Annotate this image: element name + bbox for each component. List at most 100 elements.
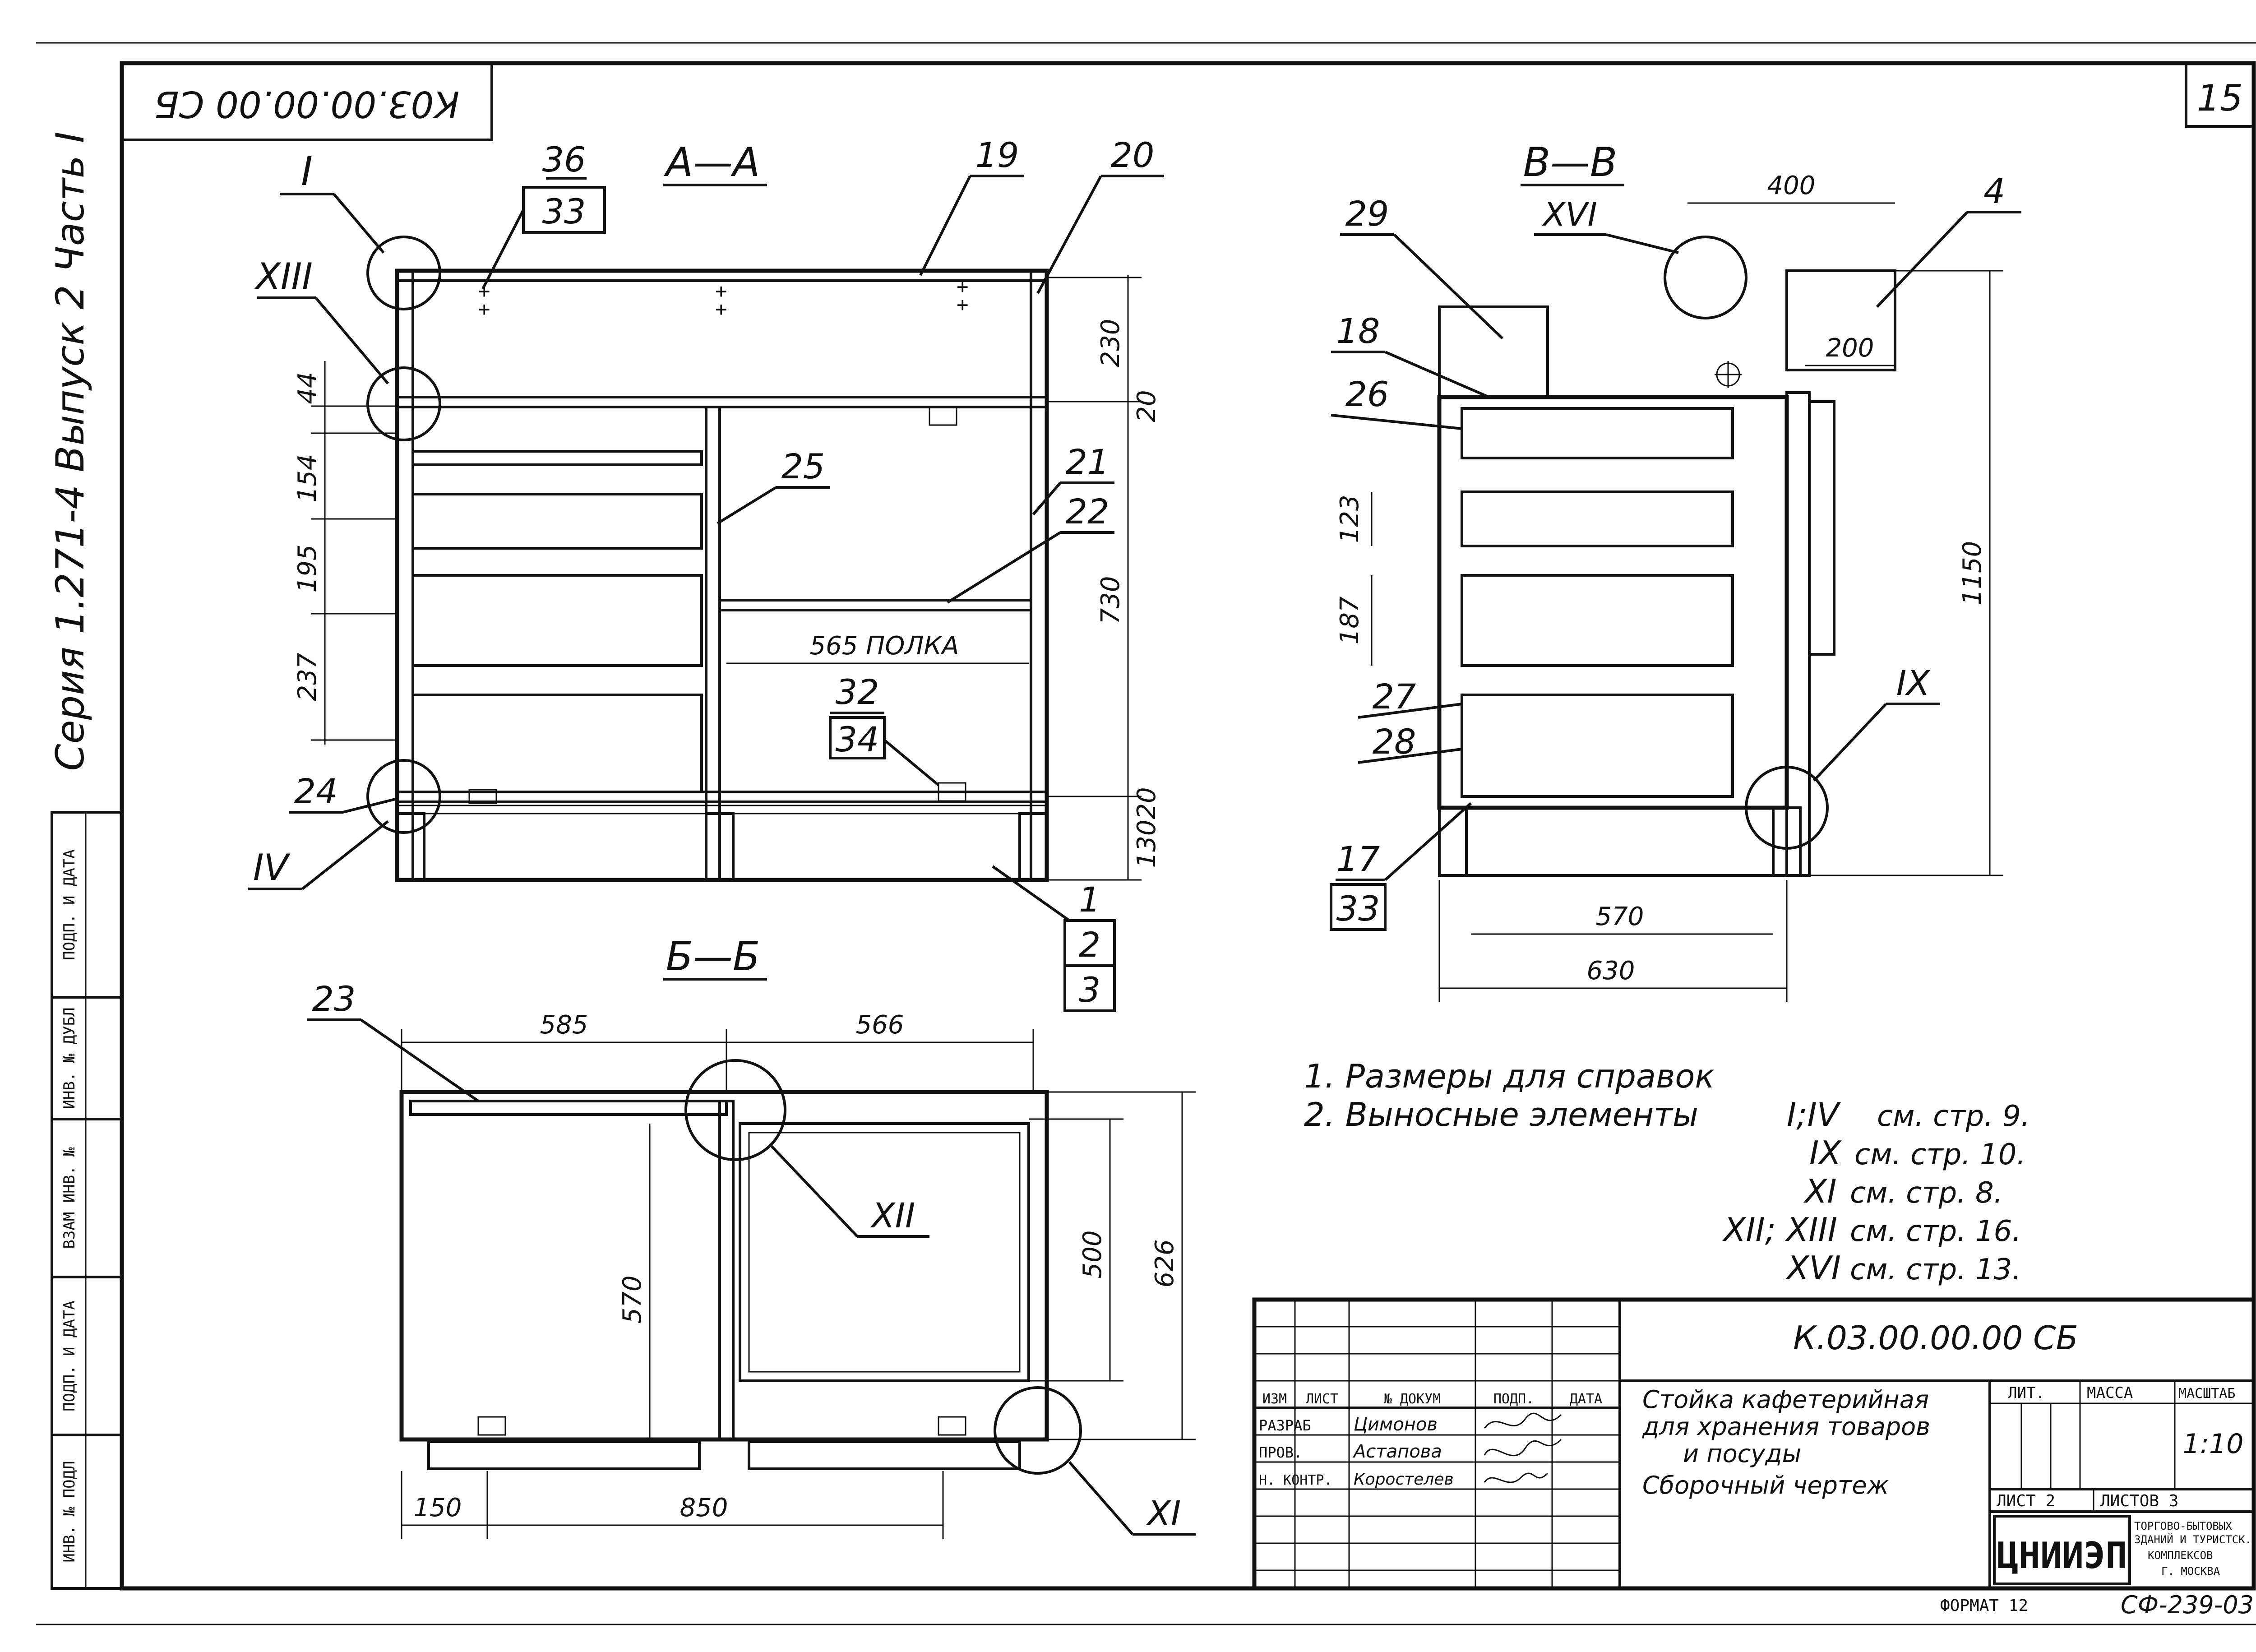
b6-dim-570: 570: [618, 1276, 647, 1324]
aa-callout-22: 22: [1066, 491, 1110, 532]
strip-label-1: ИНВ. № ПОДЛ: [60, 1461, 79, 1562]
note-ref-5-num: XVI: [1785, 1249, 1841, 1287]
aa-callout-34: 34: [836, 719, 879, 759]
aa-detail-i: I: [301, 148, 313, 194]
view-bb-title: В—В: [1523, 139, 1618, 185]
stamp-code-box: [120, 62, 493, 141]
tb-head-doc: № ДОКУМ: [1384, 1391, 1441, 1407]
bb-detail-circle-ix: [1745, 766, 1829, 850]
bb-dim-123: 123: [1335, 495, 1364, 543]
tb-org-logo: ЦНИИЭП: [1997, 1535, 2127, 1577]
svg-text:+: +: [715, 298, 727, 321]
notes-block: 1. Размеры для справок 2. Выносные элеме…: [1304, 1057, 2030, 1287]
tb-head-list: ЛИСТ: [1306, 1391, 1338, 1407]
b6-detail-xii: XII: [870, 1195, 915, 1236]
aa-callout-21: 21: [1066, 442, 1110, 482]
view-bb: В—В 29 18 26 27 28 17: [1330, 139, 2021, 1002]
svg-text:+: +: [715, 280, 727, 303]
tb-sheets-label: ЛИСТОВ 3: [2100, 1492, 2178, 1510]
note-ref-2-num: IX: [1809, 1134, 1842, 1172]
bb-dim-1150: 1150: [1958, 541, 1987, 606]
signature-1: [1484, 1412, 1562, 1429]
tb-scale-value: 1:10: [2183, 1428, 2244, 1460]
tb-head-data: ДАТА: [1570, 1391, 1602, 1407]
aa-dim-44: 44: [293, 372, 322, 404]
strip-label-5: ПОДП. И ДАТА: [60, 849, 79, 960]
aa-dim-20-bottom: 20: [1132, 787, 1161, 819]
aa-detail-xiii: XIII: [254, 255, 313, 297]
aa-callout-19: 19: [975, 135, 1019, 175]
tb-code: К.03.00.00.00 СБ: [1793, 1319, 2078, 1357]
tb-name-2: для хранения товаров: [1642, 1412, 1930, 1441]
svg-text:+: +: [957, 275, 969, 298]
left-stamp-strip: ИНВ. № ПОДЛ ПОДП. И ДАТА ВЗАМ ИНВ. № ИНВ…: [51, 811, 123, 1590]
aa-callout-1: 1: [1079, 879, 1100, 920]
view-aa-title: А—А: [664, 139, 760, 185]
b6-detail-xi: XI: [1146, 1493, 1181, 1533]
title-block: К.03.00.00.00 СБ ИЗМ ЛИСТ № ДОКУМ ПОДП. …: [1252, 1297, 2256, 1591]
bb-callout-17: 17: [1336, 839, 1380, 879]
aa-callout-33: 33: [542, 191, 586, 231]
aa-callout-32: 32: [836, 672, 879, 712]
aa-callout-36: 36: [542, 139, 586, 180]
bb-dim-187: 187: [1335, 596, 1364, 644]
svg-text:+: +: [957, 293, 969, 316]
svg-text:+: +: [478, 298, 490, 321]
note-2: 2. Выносные элементы: [1304, 1096, 1698, 1134]
bb-detail-circle-xvi: [1664, 236, 1747, 319]
b6-dim-585: 585: [540, 1010, 588, 1040]
series-vertical: Серия 1.271-4 Выпуск 2 Часть I: [48, 132, 93, 771]
aa-detail-circle-xiii: [366, 366, 441, 441]
tb-mass-label: МАССА: [2087, 1384, 2133, 1402]
aa-detail-circle-iv: [366, 759, 441, 834]
aa-callout-24: 24: [294, 771, 338, 811]
strip-label-3: ВЗАМ ИНВ. №: [60, 1147, 79, 1249]
page-number-box: [2185, 62, 2255, 128]
aa-shelf-label: 565 ПОЛКА: [809, 631, 959, 661]
note-ref-4-num: XII; XIII: [1722, 1211, 1837, 1249]
tb-name-4: Сборочный чертеж: [1642, 1471, 1889, 1499]
aa-detail-circle-i: [366, 236, 441, 310]
tb-org-3: КОМПЛЕКСОВ: [2148, 1549, 2213, 1562]
archive-number: СФ-239-03: [2121, 1591, 2254, 1619]
note-ref-3-page: см. стр. 8.: [1850, 1176, 2003, 1210]
aa-dim-730: 730: [1096, 576, 1125, 625]
note-1: 1. Размеры для справок: [1304, 1057, 1715, 1095]
aa-callout-25: 25: [781, 446, 825, 486]
tb-head-podp: ПОДП.: [1493, 1391, 1534, 1407]
note-2-page: см. стр. 9.: [1877, 1100, 2030, 1133]
format-label: ФОРМАТ 12: [1940, 1596, 2028, 1615]
b6-detail-circle-xi: [994, 1386, 1082, 1475]
bb-callout-18: 18: [1336, 311, 1380, 351]
aa-dim-154: 154: [293, 454, 322, 503]
b6-dim-500: 500: [1078, 1231, 1107, 1279]
aa-dim-130: 130: [1132, 820, 1161, 868]
b6-dim-850: 850: [680, 1493, 728, 1522]
bb-detail-ix: IX: [1896, 663, 1931, 703]
tb-role-2: ПРОВ.: [1259, 1444, 1302, 1461]
view-b6-title: Б—Б: [666, 933, 760, 980]
bb-callout-33: 33: [1336, 888, 1380, 929]
tb-person-1: Цимонов: [1354, 1414, 1438, 1435]
note-ref-4-page: см. стр. 16.: [1850, 1215, 2021, 1248]
note-2-ref: I;IV: [1787, 1096, 1841, 1134]
aa-callout-3: 3: [1079, 970, 1100, 1010]
tb-role-1: РАЗРАБ: [1259, 1417, 1311, 1434]
tb-head-izm: ИЗМ: [1262, 1391, 1287, 1407]
tb-name-3: и посуды: [1683, 1439, 1801, 1468]
tb-sheet-label: ЛИСТ 2: [1997, 1492, 2055, 1510]
bb-dim-200: 200: [1826, 333, 1874, 363]
aa-dim-230: 230: [1096, 319, 1125, 367]
tb-org-2: ЗДАНИЙ И ТУРИСТСК.: [2134, 1533, 2251, 1546]
bb-dim-570: 570: [1596, 902, 1644, 931]
note-ref-5-page: см. стр. 13.: [1850, 1253, 2021, 1286]
bb-callout-26: 26: [1345, 374, 1389, 414]
bb-dim-400: 400: [1767, 171, 1816, 200]
bb-dim-630: 630: [1587, 956, 1635, 986]
aa-callout-20: 20: [1111, 135, 1155, 175]
strip-label-2: ПОДП. И ДАТА: [60, 1300, 79, 1411]
note-ref-3-num: XI: [1803, 1172, 1837, 1210]
aa-callout-2: 2: [1079, 925, 1100, 965]
aa-dim-237: 237: [293, 652, 322, 701]
